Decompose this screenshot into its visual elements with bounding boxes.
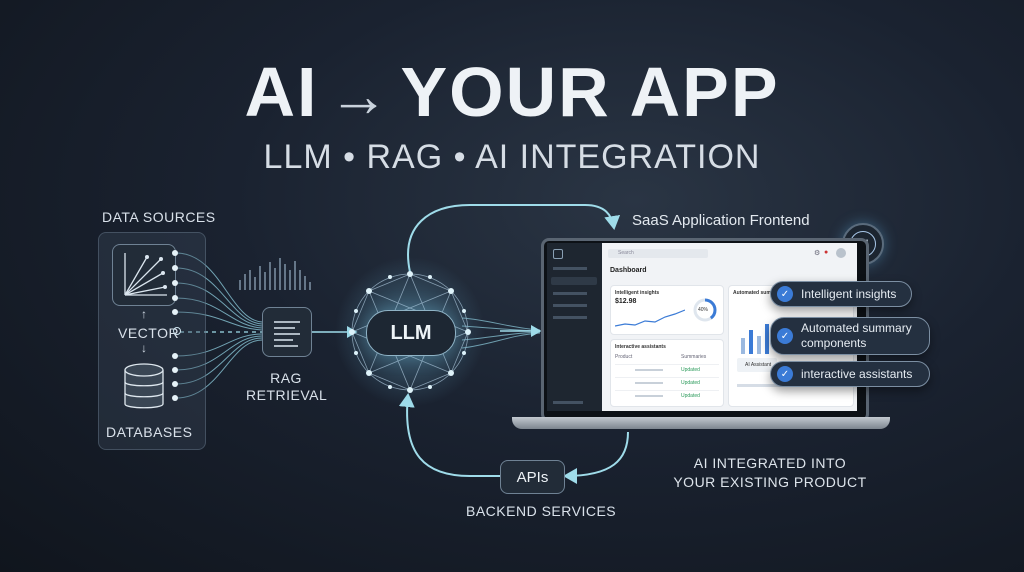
panel-port-dots <box>172 250 178 401</box>
summary-input-line[interactable] <box>737 384 797 387</box>
check-icon: ✓ <box>777 366 793 382</box>
app-settings-icon[interactable]: ⚙ <box>814 250 821 257</box>
app-logo-icon <box>553 249 563 259</box>
data-sources-label: DATA SOURCES <box>102 209 216 225</box>
check-icon: ✓ <box>777 328 793 344</box>
databases-label: DATABASES <box>106 424 193 440</box>
integration-line1: AI INTEGRATED INTO <box>693 455 847 471</box>
rag-node <box>262 307 312 357</box>
feature-interactive-assistants: ✓ interactive assistants <box>770 361 930 387</box>
ai-assistant-box[interactable]: AI Assistant <box>737 358 777 372</box>
sidebar-footer-item[interactable] <box>553 401 583 404</box>
main-title: AI→YOUR APP <box>0 52 1024 136</box>
sidebar-item[interactable] <box>553 292 587 295</box>
assistants-table: Interactive assistants Product Summaries… <box>610 339 724 407</box>
source-fan-lines <box>175 252 263 399</box>
integration-caption: AI INTEGRATED INTO YOUR EXISTING PRODUCT <box>640 454 900 492</box>
insights-card[interactable]: Intelligent insights $12.98 40% <box>610 285 724 335</box>
feature-label: Intelligent insights <box>801 287 897 301</box>
title-arrow-icon: → <box>328 62 391 129</box>
apis-node: APIs <box>500 460 565 494</box>
subtitle: LLM • RAG • AI INTEGRATION <box>263 138 761 176</box>
assistants-table-title: Interactive assistants <box>615 344 666 350</box>
rag-label-line1: RAG <box>270 370 302 386</box>
table-row[interactable]: Updated <box>615 390 719 403</box>
status-badge: Updated <box>681 380 700 386</box>
table-header-product: Product <box>615 354 633 360</box>
app-notification-icon[interactable]: ● <box>824 249 829 256</box>
down-arrow-icon: ↓ <box>141 341 147 355</box>
vector-axes-icon <box>124 253 167 296</box>
sidebar-item-active[interactable] <box>551 277 597 285</box>
app-sidebar <box>547 243 602 411</box>
summary-card-title: Automated summ <box>733 290 776 296</box>
up-arrow-icon: ↑ <box>141 307 147 321</box>
sidebar-item[interactable] <box>553 267 587 270</box>
insights-card-value: $12.98 <box>615 298 637 305</box>
rag-label-line2: RETRIEVAL <box>246 387 328 403</box>
insights-card-title: Intelligent insights <box>615 290 660 296</box>
llm-network-nodes <box>349 271 471 393</box>
document-lines-icon <box>274 321 300 347</box>
summary-bar-chart <box>741 324 769 354</box>
status-badge: Updated <box>681 393 700 399</box>
vector-chart-box <box>112 244 176 306</box>
vector-port-icon <box>173 327 181 335</box>
vector-label: VECTOR <box>118 325 180 341</box>
feature-label: Automated summary <box>801 321 912 335</box>
sidebar-item[interactable] <box>553 316 587 319</box>
feature-automated-summary: ✓ Automated summary components <box>770 317 930 355</box>
app-search-input[interactable]: Search <box>608 249 708 258</box>
table-row[interactable]: Updated <box>615 377 719 390</box>
sidebar-item[interactable] <box>553 304 587 307</box>
check-icon: ✓ <box>777 286 793 302</box>
frontend-label: SaaS Application Frontend <box>632 212 810 229</box>
feature-label-line2: components <box>801 336 867 350</box>
app-page-title: Dashboard <box>610 267 647 274</box>
database-icon <box>124 363 164 409</box>
waveform <box>239 258 311 290</box>
feature-label: interactive assistants <box>801 367 913 381</box>
table-row[interactable]: Updated <box>615 364 719 377</box>
insights-ring-chart <box>693 298 717 322</box>
ai-assistant-label: AI Assistant <box>745 362 772 368</box>
status-badge: Updated <box>681 367 700 373</box>
feature-intelligent-insights: ✓ Intelligent insights <box>770 281 912 307</box>
table-header-summaries: Summaries <box>681 354 707 360</box>
app-avatar[interactable] <box>836 248 846 258</box>
integration-line2: YOUR EXISTING PRODUCT <box>673 474 867 490</box>
backend-services-label: BACKEND SERVICES <box>466 503 617 519</box>
title-left: AI <box>244 53 319 131</box>
insights-sparkline <box>615 309 685 327</box>
title-right: YOUR APP <box>400 53 780 131</box>
laptop-base <box>512 417 890 429</box>
insights-ring-label: 40% <box>698 307 709 313</box>
llm-node: LLM <box>366 310 456 356</box>
